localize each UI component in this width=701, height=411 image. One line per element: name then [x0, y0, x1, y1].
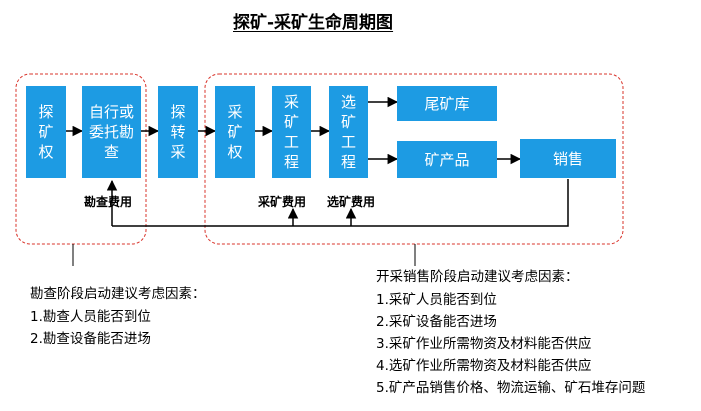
mining-cost-label: 采矿费用 — [258, 195, 307, 209]
exploration-notes-heading: 勘查阶段启动建议考虑因素： — [30, 286, 206, 302]
dressing-engineering-box: 选 矿 工 程 — [329, 86, 368, 178]
mining-engineering-box: 采 矿 工 程 — [272, 86, 311, 178]
mineral-product-box: 矿产品 — [397, 141, 497, 178]
sales-box: 销售 — [520, 139, 616, 178]
mining-sales-note-item: 3.采矿作业所需物资及材料能否供应 — [376, 336, 592, 352]
mining-group-outline — [204, 73, 624, 245]
mining-sales-note-item: 4.选矿作业所需物资及材料能否供应 — [376, 358, 592, 374]
mining-sales-notes: 开采销售阶段启动建议考虑因素： 1.采矿人员能否到位 2.采矿设备能否进场 3.… — [376, 266, 645, 399]
mining-sales-note-item: 2.采矿设备能否进场 — [376, 314, 497, 330]
exploration-note-item: 2.勘查设备能否进场 — [30, 331, 151, 347]
exploration-note-item: 1.勘查人员能否到位 — [30, 309, 151, 325]
sales-feedback-line — [112, 179, 569, 227]
exploration-group-outline — [15, 73, 147, 245]
survey-cost-label: 勘查费用 — [84, 195, 133, 209]
tailings-box: 尾矿库 — [397, 86, 497, 121]
mining-sales-note-item: 5.矿产品销售价格、物流运输、矿石堆存问题 — [376, 380, 646, 396]
mining-sales-note-item: 1.采矿人员能否到位 — [376, 292, 497, 308]
conversion-box: 探 转 采 — [158, 86, 198, 178]
mining-right-box: 采 矿 权 — [215, 86, 255, 178]
dressing-cost-label: 选矿费用 — [327, 195, 376, 209]
exploration-notes: 勘查阶段启动建议考虑因素： 1.勘查人员能否到位 2.勘查设备能否进场 — [30, 283, 206, 350]
survey-box: 自行或 委托勘 查 — [82, 86, 141, 178]
mining-sales-notes-heading: 开采销售阶段启动建议考虑因素： — [376, 269, 579, 285]
exploration-right-box: 探 矿 权 — [26, 86, 66, 178]
diagram-title: 探矿-采矿生命周期图 — [233, 13, 394, 33]
